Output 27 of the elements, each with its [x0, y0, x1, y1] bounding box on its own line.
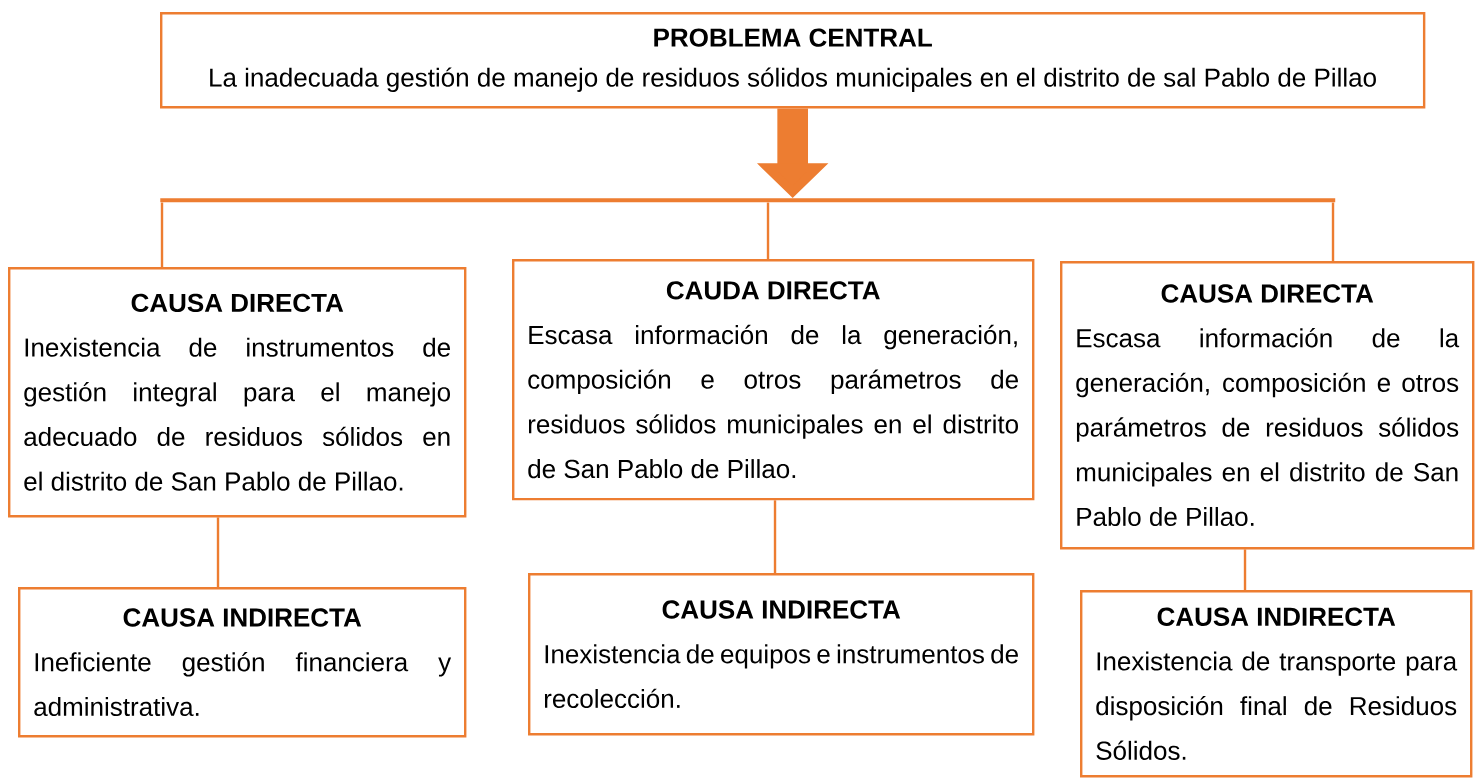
connector-line: [1243, 549, 1247, 590]
connector-line: [160, 202, 164, 267]
box-heading: CAUSA DIRECTA: [1161, 284, 1374, 303]
box-heading: CAUSA INDIRECTA: [1157, 607, 1396, 626]
box-heading: CAUSA DIRECTA: [131, 293, 344, 313]
connector-line: [773, 500, 777, 573]
box-heading: CAUDA DIRECTA: [666, 281, 880, 300]
cause-box: [160, 12, 1426, 109]
connector-line: [766, 202, 770, 259]
box-heading: PROBLEMA CENTRAL: [654, 28, 932, 47]
connector-line: [216, 517, 220, 587]
cause-box: [18, 587, 467, 738]
box-heading: CAUSA INDIRECTA: [662, 600, 901, 619]
cause-box: [8, 267, 467, 518]
body-text: La inadecuada gestión de manejo de residuos sólidos municipales en el distrito de sal Pablo de Pillao: [210, 67, 1376, 92]
cause-box: [512, 259, 1035, 501]
body-text: Inexistencia de transporte para disposición final de Residuos Sólidos.: [1096, 651, 1458, 760]
cause-box: [1060, 261, 1475, 550]
cause-box: [528, 573, 1035, 736]
body-text: Escasa información de la generación, composición e otros parámetros de residuos sólidos municipales en el distrito de San Pablo de Pillao.: [528, 324, 1018, 479]
body-text: Escasa información de la generación, composición e otros parámetros de residuos sólidos municipales en el distrito de San Pablo de Pillao.: [1076, 328, 1460, 527]
body-text: Ineficiente gestión financiera y administrativa.: [34, 652, 452, 717]
body-text: Inexistencia de equipos e instrumentos de recolección.: [544, 644, 1018, 709]
box-heading: CAUSA INDIRECTA: [123, 608, 362, 627]
body-text: Inexistencia de instrumentos de gestión integral para el manejo adecuado de residuos sólidos en el distrito de San Pablo de Pillao.: [24, 337, 450, 491]
cause-box: [1080, 590, 1473, 778]
connector-line: [1331, 202, 1335, 261]
